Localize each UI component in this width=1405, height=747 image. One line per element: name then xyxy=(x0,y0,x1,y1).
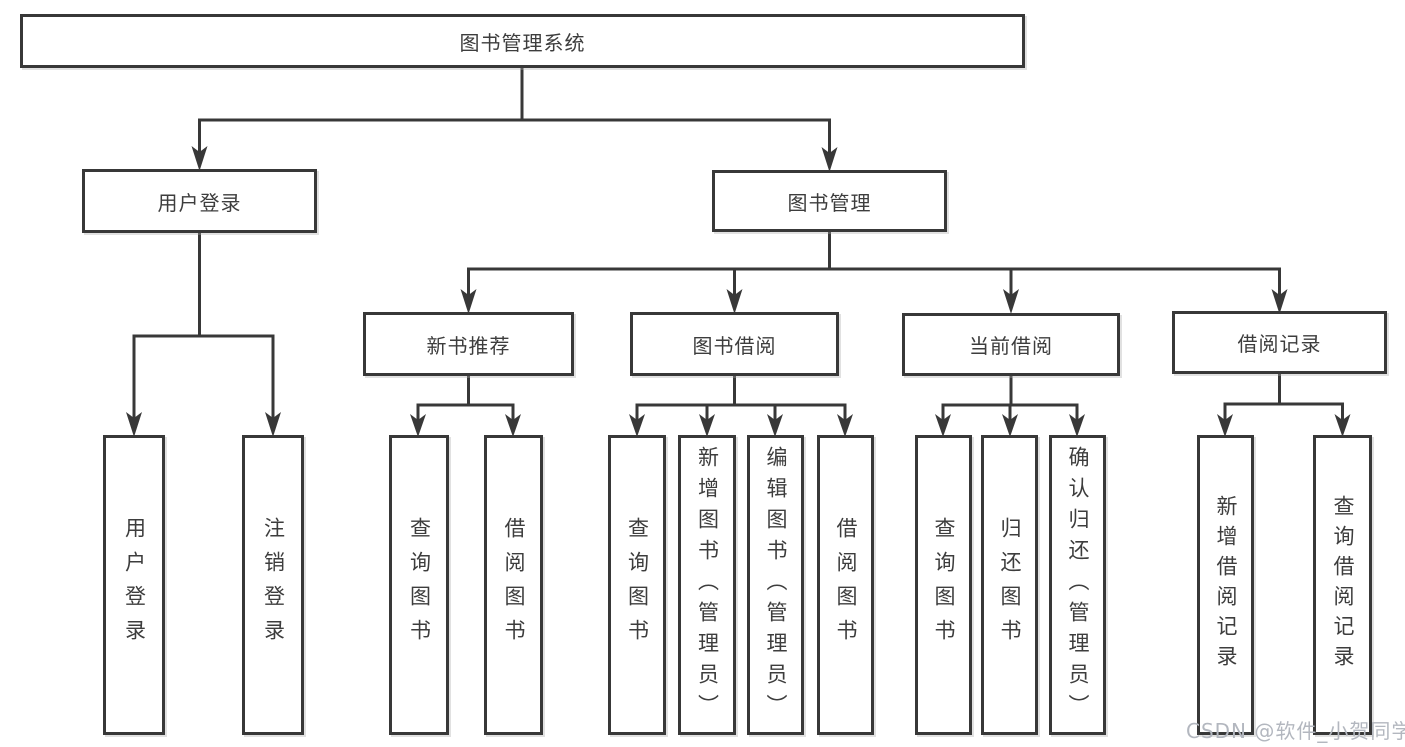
leaf-add-borrow-record: 新增借阅记录 xyxy=(1197,435,1254,735)
leaf-edit-book-admin: 编辑图书（管理员） xyxy=(747,435,804,735)
leaf-label: 新增借阅记录 xyxy=(1214,495,1238,675)
node-label: 借阅记录 xyxy=(1237,332,1322,356)
node-book-management: 图书管理 xyxy=(712,170,947,232)
node-label: 图书管理系统 xyxy=(459,30,586,55)
leaf-label: 查询图书 xyxy=(932,517,956,653)
leaf-confirm-return-admin: 确认归还（管理员） xyxy=(1049,435,1106,735)
leaf-add-book-admin: 新增图书（管理员） xyxy=(678,435,736,735)
node-user-login: 用户登录 xyxy=(82,169,317,233)
leaf-logout: 注销登录 xyxy=(242,435,304,735)
node-new-book-recommendation: 新书推荐 xyxy=(363,312,574,376)
node-label: 新书推荐 xyxy=(426,333,511,358)
leaf-label: 查询图书 xyxy=(625,517,650,653)
node-current-borrowing: 当前借阅 xyxy=(902,313,1120,376)
node-book-borrowing: 图书借阅 xyxy=(630,312,839,376)
node-library-management-system: 图书管理系统 xyxy=(20,14,1025,68)
leaf-label: 归还图书 xyxy=(998,517,1022,653)
leaf-label: 借阅图书 xyxy=(834,517,858,653)
leaf-label: 查询图书 xyxy=(407,517,432,653)
leaf-user-login: 用户登录 xyxy=(103,435,165,735)
leaf-label: 新增图书（管理员） xyxy=(695,445,720,725)
leaf-label: 注销登录 xyxy=(261,517,286,653)
leaf-borrow-books-newbook: 借阅图书 xyxy=(484,435,543,735)
leaf-label: 编辑图书（管理员） xyxy=(764,445,788,725)
node-borrowing-records: 借阅记录 xyxy=(1172,311,1387,374)
csdn-watermark: CSDN @软件_小贺同学 xyxy=(1186,719,1405,743)
leaf-borrow-books-borrow: 借阅图书 xyxy=(817,435,874,735)
leaf-query-books-current: 查询图书 xyxy=(915,435,972,735)
leaf-return-book: 归还图书 xyxy=(981,435,1038,735)
node-label: 当前借阅 xyxy=(969,334,1053,358)
leaf-query-books-newbook: 查询图书 xyxy=(389,435,449,735)
leaf-label: 查询借阅记录 xyxy=(1331,495,1355,675)
leaf-label: 借阅图书 xyxy=(502,517,526,653)
leaf-query-borrow-record: 查询借阅记录 xyxy=(1313,435,1372,735)
leaf-label: 确认归还（管理员） xyxy=(1066,445,1090,725)
leaf-query-books-borrow: 查询图书 xyxy=(608,435,666,735)
node-label: 图书管理 xyxy=(787,190,872,215)
leaf-label: 用户登录 xyxy=(122,517,147,653)
node-label: 图书借阅 xyxy=(692,333,777,358)
node-label: 用户登录 xyxy=(157,190,242,215)
